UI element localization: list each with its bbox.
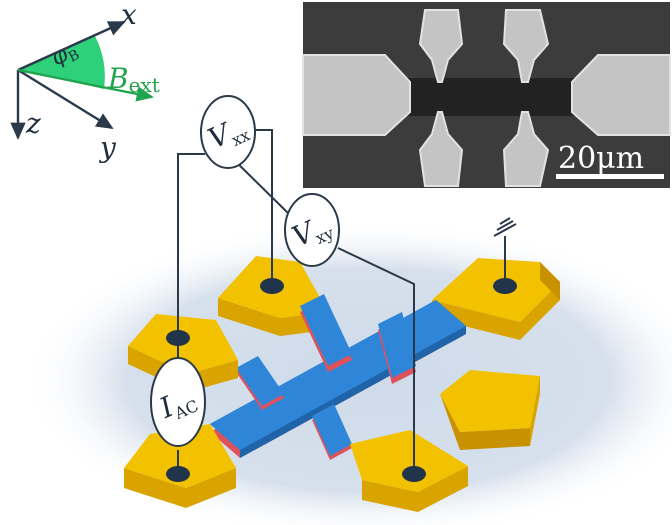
ground-icon <box>493 217 517 237</box>
z-axis-label: z <box>25 107 41 140</box>
field-arrow <box>17 68 154 102</box>
field-label: Bext <box>107 62 160 97</box>
contact-pad <box>124 424 236 508</box>
device <box>124 256 560 512</box>
wire-contact <box>166 330 190 346</box>
y-axis-label: y <box>98 131 117 164</box>
iac-source: IAC <box>150 357 206 447</box>
hall-arm <box>378 312 416 378</box>
angle-wedge <box>18 36 105 89</box>
hall-arm <box>300 294 352 366</box>
coordinate-axes: x y z φB Bext <box>10 0 160 164</box>
wire-contact <box>493 278 517 294</box>
contact-pad <box>440 370 540 450</box>
field-symbol: B <box>107 62 129 95</box>
wire-contact <box>260 278 284 294</box>
field-subscript: ext <box>129 73 160 97</box>
x-axis-label: x <box>121 0 137 31</box>
vxx-probe: Vxx <box>200 95 256 169</box>
sem-micrograph: 20μm <box>302 2 671 188</box>
scale-bar-label: 20μm <box>558 141 644 176</box>
hall-arm <box>312 404 352 456</box>
wire-contact <box>166 466 190 482</box>
contact-pad <box>350 430 468 512</box>
vxy-probe: Vxy <box>284 193 340 267</box>
wire-contact <box>402 466 426 482</box>
hall-arm <box>236 356 284 406</box>
scale-bar <box>556 174 664 179</box>
